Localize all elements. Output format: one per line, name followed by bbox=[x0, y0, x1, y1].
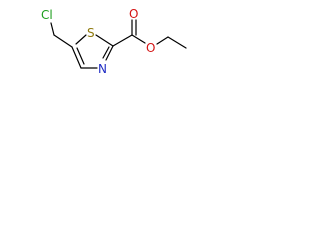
nitrogen-label: N bbox=[98, 62, 107, 76]
bond-c2-n3-double bbox=[102, 46, 110, 59]
carbonyl-oxygen-label: O bbox=[129, 7, 138, 21]
bond-c4-c5 bbox=[71, 46, 82, 69]
bond-c2-n3 bbox=[105, 45, 114, 61]
bond-ch2-cl bbox=[50, 22, 55, 36]
sulfur-label: S bbox=[87, 26, 95, 40]
bond-ch2-ch3 bbox=[167, 36, 187, 49]
ester-oxygen-label: O bbox=[146, 41, 155, 55]
chlorine-label: Cl bbox=[41, 8, 53, 22]
bond-c2-carbonyl bbox=[112, 34, 133, 47]
structure-drawing: Cl S N O O bbox=[41, 7, 187, 76]
bond-s1-c2 bbox=[95, 34, 114, 47]
molecule-diagram: Cl S N O O bbox=[0, 0, 203, 109]
bond-c5-s1 bbox=[75, 34, 87, 45]
bond-ester-o-ch2 bbox=[156, 36, 169, 45]
bond-c5-ch2 bbox=[53, 34, 73, 48]
bond-c4-c5-double bbox=[76, 47, 85, 65]
bond-carbonyl-ester-o bbox=[131, 34, 146, 44]
